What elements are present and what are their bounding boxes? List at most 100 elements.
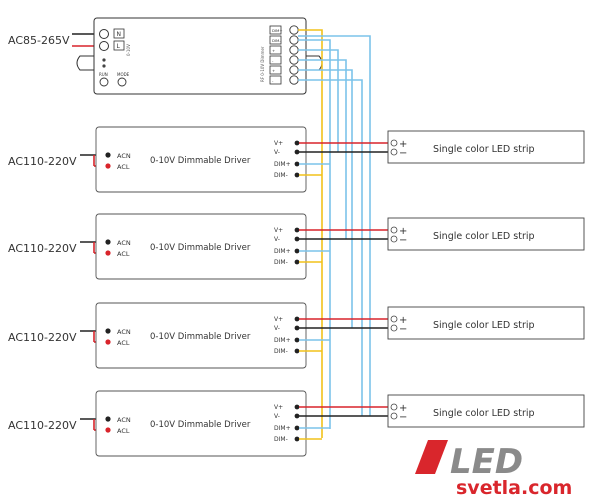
driver-input-label: AC110-220V bbox=[8, 155, 77, 168]
driver-terminal-label: ACN bbox=[117, 416, 131, 424]
signal-wire bbox=[298, 79, 363, 416]
controller-out-pin-box bbox=[269, 75, 282, 85]
controller-input-label: AC85-265V bbox=[8, 34, 70, 47]
driver-out-terminal bbox=[294, 161, 300, 167]
driver-out-terminal bbox=[294, 227, 300, 233]
driver-out-label: DIM- bbox=[274, 436, 288, 443]
controller-out-screw bbox=[289, 45, 299, 55]
driver-out-terminal bbox=[294, 436, 300, 442]
driver-out-terminal bbox=[294, 348, 300, 354]
controller-screw-l bbox=[99, 41, 109, 51]
controller-out-pin-box bbox=[269, 55, 282, 65]
controller-run-label: RUN bbox=[99, 72, 108, 77]
driver-body bbox=[95, 213, 307, 280]
driver-title: 0-10V Dimmable Driver bbox=[150, 420, 251, 430]
controller-out-screw bbox=[289, 65, 299, 75]
signal-wire bbox=[298, 69, 353, 328]
controller-screw-n bbox=[99, 29, 109, 39]
strip-label: Single color LED strip bbox=[433, 231, 535, 242]
driver-out-terminal bbox=[294, 325, 300, 331]
controller-out-pin-box bbox=[269, 45, 282, 55]
driver-title: 0-10V Dimmable Driver bbox=[150, 332, 251, 342]
strip-connector-plus bbox=[390, 226, 398, 234]
driver-input-label: AC110-220V bbox=[8, 242, 77, 255]
driver-body bbox=[95, 126, 307, 193]
controller-mode-button bbox=[117, 77, 127, 87]
controller-small-text: 0-10V bbox=[126, 44, 131, 56]
driver-terminal-label: ACL bbox=[117, 163, 130, 171]
strip-label: Single color LED strip bbox=[433, 408, 535, 419]
logo: LED svetla.com bbox=[415, 440, 572, 499]
strip-connector-plus bbox=[390, 139, 398, 147]
driver-out-terminal bbox=[294, 172, 300, 178]
strip-connector-minus bbox=[390, 412, 398, 420]
strip-connector-minus bbox=[390, 235, 398, 243]
strip-connector-plus bbox=[390, 403, 398, 411]
controller-side-text: RF 0-10V Dimmer bbox=[260, 46, 265, 82]
signal-wire bbox=[298, 59, 347, 239]
led-strip bbox=[387, 394, 585, 428]
driver-list: AC110-220V ACN ACL 0-10V Dimmable Driver V+ V… bbox=[8, 126, 585, 457]
controller-run-button bbox=[99, 77, 109, 87]
strip-plus-sign: + bbox=[399, 139, 407, 150]
driver-out-terminal bbox=[294, 236, 300, 242]
logo-brand: LED bbox=[450, 442, 523, 482]
driver-body bbox=[95, 302, 307, 369]
driver-out-label: DIM- bbox=[274, 348, 288, 355]
driver-terminal-label: ACL bbox=[117, 339, 130, 347]
driver-input-label: AC110-220V bbox=[8, 419, 77, 432]
driver-out-label: DIM+ bbox=[274, 425, 291, 432]
driver-out-label: V+ bbox=[274, 227, 283, 234]
driver-terminal-acn bbox=[105, 239, 111, 245]
controller-mount-tab-left bbox=[76, 55, 95, 71]
driver-out-terminal bbox=[294, 149, 300, 155]
led-strip bbox=[387, 306, 585, 340]
driver-input-label: AC110-220V bbox=[8, 331, 77, 344]
driver-title: 0-10V Dimmable Driver bbox=[150, 243, 251, 253]
controller-out-pin-label: DIM- bbox=[272, 38, 281, 43]
controller-out-pin-box bbox=[269, 25, 282, 35]
driver-terminal-acn bbox=[105, 416, 111, 422]
driver-terminal-acn bbox=[105, 328, 111, 334]
driver-2: AC110-220V ACN ACL 0-10V Dimmable Driver V+ V… bbox=[8, 213, 585, 280]
strip-connector-minus bbox=[390, 324, 398, 332]
controller-body bbox=[93, 17, 307, 95]
driver-out-label: V- bbox=[274, 236, 280, 243]
driver-terminal-label: ACL bbox=[117, 250, 130, 258]
driver-out-label: DIM- bbox=[274, 172, 288, 179]
driver-out-label: V- bbox=[274, 325, 280, 332]
driver-terminal-label: ACN bbox=[117, 239, 131, 247]
controller-pin-label-l: L bbox=[117, 43, 121, 50]
strip-connector-plus bbox=[390, 315, 398, 323]
signal-wire bbox=[298, 49, 339, 152]
dim-plus-trunk bbox=[298, 39, 331, 429]
controller-pin-box-l bbox=[113, 40, 125, 51]
controller-out-pin-box bbox=[269, 35, 282, 45]
driver-out-label: V- bbox=[274, 149, 280, 156]
logo-mark-icon bbox=[415, 440, 448, 474]
controller-indicator-2 bbox=[102, 64, 106, 68]
driver-terminal-acl bbox=[105, 339, 111, 345]
driver-out-terminal bbox=[294, 140, 300, 146]
driver-out-label: V- bbox=[274, 413, 280, 420]
controller-unit: AC85-265V N L 0-10V RUN MODE RF 0-10V Di… bbox=[8, 17, 323, 95]
controller-pin-box-n bbox=[113, 28, 125, 39]
controller-out-screw bbox=[289, 55, 299, 65]
signal-wire bbox=[298, 35, 371, 416]
strip-plus-sign: + bbox=[399, 315, 407, 326]
strip-label: Single color LED strip bbox=[433, 144, 535, 155]
controller-indicator-1 bbox=[102, 58, 106, 62]
driver-terminal-acl bbox=[105, 250, 111, 256]
controller-pin-label-n: N bbox=[117, 31, 122, 38]
driver-out-terminal bbox=[294, 425, 300, 431]
driver-out-terminal bbox=[294, 248, 300, 254]
driver-out-terminal bbox=[294, 259, 300, 265]
driver-terminal-acn bbox=[105, 152, 111, 158]
driver-terminal-label: ACN bbox=[117, 328, 131, 336]
controller-out-pin-label: - bbox=[272, 78, 274, 83]
driver-out-label: DIM- bbox=[274, 259, 288, 266]
